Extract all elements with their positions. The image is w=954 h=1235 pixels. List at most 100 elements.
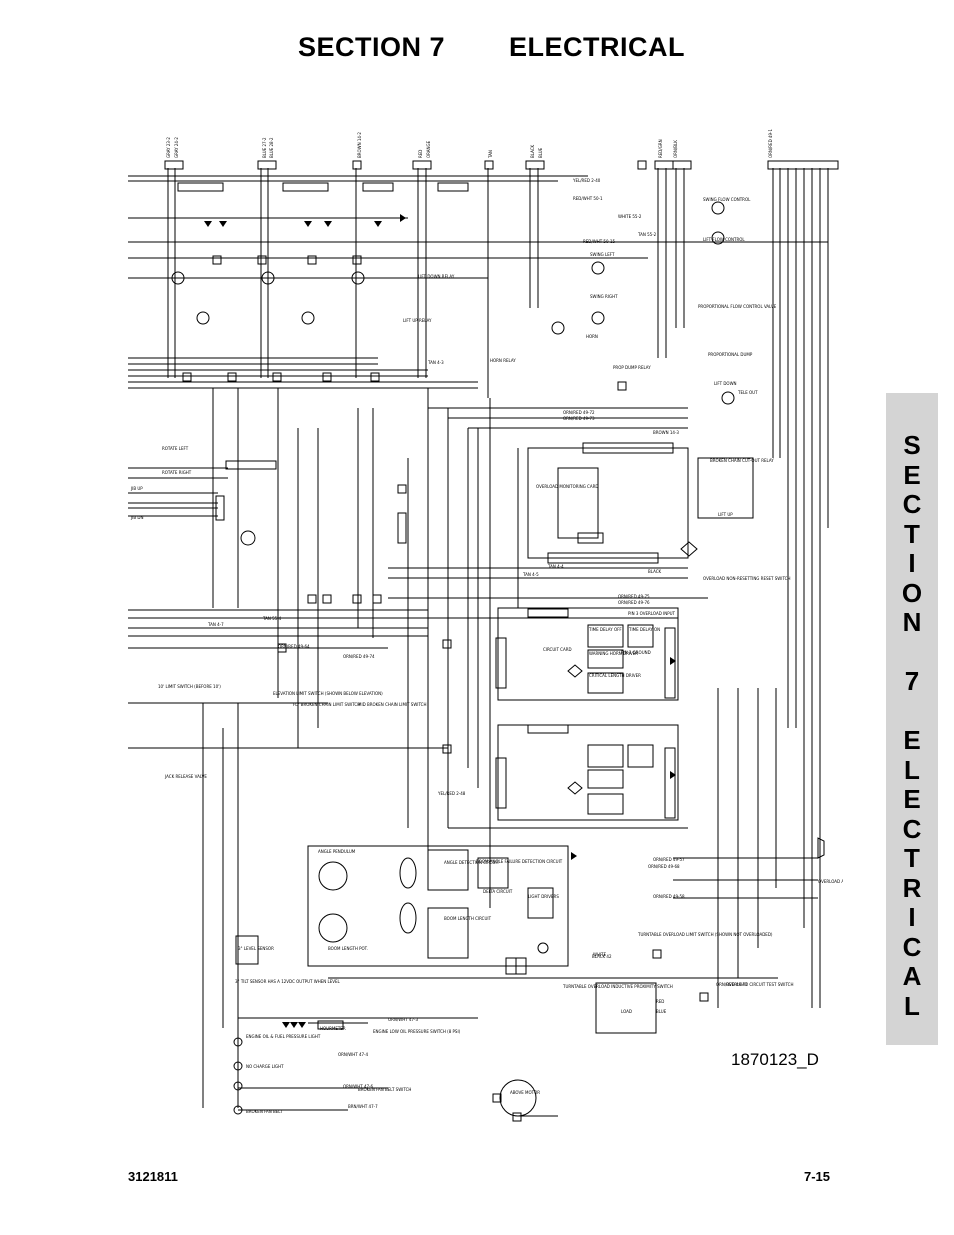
wire-label: ORN/RED 49-75 (618, 594, 650, 599)
component-label: ROTATE RIGHT (162, 470, 192, 475)
component-label: BOOM LENGTH POT. (328, 946, 368, 951)
tab-letter: T (904, 843, 920, 873)
top-wire-label: TAN (488, 150, 493, 159)
component-label: ENGINE OIL & FUEL PRESSURE LIGHT (246, 1034, 321, 1039)
tab-letter: L (904, 754, 920, 785)
top-wire-label: BROWN 14-2 (357, 132, 362, 158)
component-label: 3° LEVEL SENSOR (238, 946, 274, 951)
tab-letter (886, 638, 938, 668)
page-number: 7-15 (804, 1169, 831, 1184)
wire-label: TAN 4-4 (547, 564, 564, 569)
page-header: SECTION 7 ELECTRICAL (0, 32, 954, 72)
component-label: OVERLOAD CIRCUIT TEST SWITCH (726, 982, 793, 987)
top-wire-label: ORN/BLK (673, 140, 678, 158)
wire-label: TAN 4-7 (207, 622, 224, 627)
top-wire-label: RED (418, 150, 423, 158)
wire-label: BLUE (656, 1009, 667, 1014)
component-label: HORN (586, 334, 598, 339)
wire-label: ORN/RED 49-68 (648, 864, 680, 869)
wire-label: TAN 4-3 (427, 360, 444, 365)
component-label: BROKEN FAN BELT SWITCH (358, 1087, 411, 1092)
section-number: SECTION 7 (298, 32, 446, 62)
component-label: WARNING HORN DRIVER (589, 651, 638, 656)
wire-label: BLACK (648, 569, 662, 574)
component-label: ROTATE LEFT (162, 446, 189, 451)
component-label: TIME DELAY OFF (588, 627, 622, 632)
component-label: ENGINE LOW OIL PRESSURE SWITCH (8 PSI) (373, 1029, 461, 1034)
tab-letter (886, 697, 938, 727)
component-label: PROP DUMP RELAY (613, 365, 651, 370)
wire-label: ORN/WHT 47-3 (388, 1017, 418, 1022)
tab-letter: S (903, 430, 921, 460)
component-label: ANGLE PENDULUM (318, 849, 356, 854)
tab-letter: A (902, 961, 922, 991)
wire-label: ORN/RED 49-74 (343, 654, 375, 659)
component-label: PIN 3 OVERLOAD INPUT (628, 611, 676, 616)
tab-letter: I (908, 902, 916, 932)
top-wire-label: BLACK (530, 144, 535, 158)
component-label: ELEVATION LIMIT SWITCH (SHOWN BELOW ELEV… (273, 691, 383, 696)
component-label: MID BROKEN CHAIN LIMIT SWITCH (358, 702, 427, 707)
component-label: NO CHARGE LIGHT (246, 1064, 284, 1069)
component-label: ANGLE DETECTION CIRCUIT (444, 860, 500, 865)
wire-label: BLACK 42 (592, 954, 612, 959)
component-label: BOOM ANGLE FAILURE DETECTION CIRCUIT (476, 859, 563, 864)
component-label: HOURMETER (320, 1026, 346, 1031)
tab-letter: E (903, 725, 921, 755)
wire-label: YEL/RED 2-48 (437, 791, 466, 796)
component-label: PIN 3 GROUND (621, 650, 651, 655)
component-label: TIME DELAY ON (628, 627, 660, 632)
component-label: PROPORTIONAL DUMP (708, 352, 753, 357)
component-label: BROKEN FAN BELT (246, 1109, 283, 1114)
section-title: ELECTRICAL (509, 32, 685, 62)
top-wire-label: BLUE 28-2 (269, 137, 274, 158)
component-label: 3° TILT SENSOR HAS A 12VDC OUTPUT WHEN L… (235, 979, 341, 984)
component-label: LIFT DOWN (714, 381, 737, 386)
component-label: BROKEN CHAIN CUT-OUT RELAY (710, 458, 774, 463)
wire-label: ORN/RED 49-57 (653, 857, 685, 862)
component-label: OVERLOAD ALARM (818, 879, 843, 884)
tab-letter: C (902, 489, 922, 519)
wire-label: TAN 4-5 (522, 572, 539, 577)
wire-label: RED (656, 999, 664, 1004)
manual-number: 3121811 (128, 1169, 178, 1184)
top-wire-label: BLUE (538, 147, 543, 158)
wire-label: TAN 55-4 (262, 616, 282, 621)
wire-label: ORN/RED 49-73 (563, 416, 595, 421)
component-label: JIB DN (130, 515, 143, 520)
component-label: FLY BROKEN CHAIN LIMIT SWITCH (293, 702, 360, 707)
wire-label: WHITE 55-2 (618, 214, 642, 219)
wire-label: ORN/RED 49-76 (618, 600, 650, 605)
tab-letter: C (902, 931, 922, 962)
drawing-number: 1870123_D (731, 1050, 819, 1069)
tab-letter: T (904, 518, 920, 549)
wire-label: ORN/WHT 47-4 (338, 1052, 368, 1057)
wire-label: LOAD (621, 1009, 632, 1014)
wire-label: WHITE (593, 952, 607, 957)
component-label: SWING RIGHT (590, 294, 618, 299)
component-label: HORN RELAY (490, 358, 516, 363)
top-wire-label: ORN/RED 49-1 (768, 129, 773, 158)
wire-label: RED/WHT 50-15 (583, 239, 615, 244)
top-wire-label: GRAY 24-2 (174, 137, 179, 158)
wire-label: BRN/WHT 47-7 (348, 1104, 378, 1109)
tab-letter: E (903, 459, 921, 490)
component-label: BOOM LENGTH CIRCUIT (444, 916, 492, 921)
wire-label: ORN/WHT 47-6 (343, 1084, 373, 1089)
wire-label: YEL/RED 2-40 (572, 178, 601, 183)
side-tab-text: S E C T I O N 7 E L E C T R I C A L (886, 430, 938, 1021)
component-label: DELTA CIRCUIT (483, 889, 513, 894)
component-label: TELE OUT (737, 390, 758, 395)
tab-letter: R (902, 872, 922, 903)
wire-label: ORN/RED 49-58 (653, 894, 685, 899)
top-wire-label: ORANGE (426, 140, 431, 158)
wire-label: ORN/RED 49-72 (563, 410, 595, 415)
component-label: LIGHT DRIVERS (528, 894, 559, 899)
tab-letter: N (902, 607, 922, 637)
tab-letter: I (908, 548, 916, 578)
top-wire-label: GRAY 23-2 (166, 137, 171, 158)
component-label: TURNTABLE OVERLOAD INDUCTIVE PROXIMITY S… (562, 984, 673, 989)
tab-letter: 7 (904, 666, 920, 696)
component-label: OVERLOAD NON-RESETTING RESET SWITCH (703, 576, 790, 581)
